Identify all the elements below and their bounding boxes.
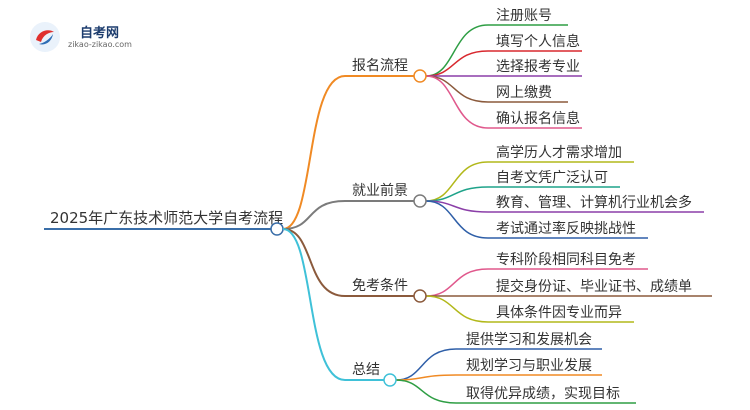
leaf-connector (425, 75, 489, 129)
branch-employment: 就业前景 高学历人才需求增加 自考文凭广泛认可 教育、管理、计算机行业机会多 考… (345, 144, 704, 239)
branch-label: 就业前景 (352, 182, 408, 199)
leaf-label: 高学历人才需求增加 (496, 144, 622, 161)
leaf-connector (425, 200, 489, 239)
root-label: 2025年广东技术师范大学自考流程 (50, 209, 283, 227)
branch-exemption: 免考条件 专科阶段相同科目免考 提交身份证、毕业证书、成绩单 具体条件因专业而异 (345, 252, 712, 323)
leaf-label: 专科阶段相同科目免考 (496, 252, 636, 268)
root-node-handle[interactable] (270, 222, 284, 236)
leaf-label: 取得优异成绩，实现目标 (466, 385, 620, 402)
leaf-connector (395, 374, 457, 381)
leaf-connector (425, 161, 489, 202)
leaf-connector (425, 50, 489, 77)
leaf-label: 提交身份证、毕业证书、成绩单 (496, 278, 692, 295)
site-logo[interactable]: 自考网 zikao-zikao.com (30, 20, 140, 54)
leaf-label: 选择报考专业 (496, 59, 580, 75)
logo-url: zikao-zikao.com (68, 40, 132, 49)
connector-root-mk (282, 228, 346, 297)
leaf-connector (425, 295, 489, 323)
branch-node-handle[interactable] (413, 289, 427, 303)
leaf-connector (425, 24, 489, 77)
branch-summary: 总结 提供学习和发展机会 规划学习与职业发展 取得优异成绩，实现目标 (345, 332, 636, 404)
branch-label: 免考条件 (352, 277, 408, 294)
connector-root-bm (282, 75, 346, 230)
logo-badge-icon (30, 22, 60, 52)
branch-node-handle[interactable] (413, 69, 427, 83)
branch-node-handle[interactable] (413, 194, 427, 208)
leaf-label: 网上缴费 (496, 85, 552, 101)
branch-node-handle[interactable] (383, 373, 397, 387)
leaf-label: 提供学习和发展机会 (466, 332, 592, 348)
connector-root-zj (282, 228, 346, 381)
leaf-label: 确认报名信息 (496, 110, 580, 127)
branch-registration: 报名流程 注册账号 填写个人信息 选择报考专业 网上缴费 确认报名信息 (345, 8, 582, 129)
leaf-label: 填写个人信息 (496, 33, 580, 50)
branch-label: 总结 (352, 362, 380, 378)
branch-label: 报名流程 (352, 58, 408, 74)
leaf-label: 注册账号 (496, 8, 552, 24)
leaf-label: 考试通过率反映挑战性 (496, 220, 636, 237)
leaf-label: 教育、管理、计算机行业机会多 (496, 194, 692, 211)
leaf-label: 自考文凭广泛认可 (496, 170, 608, 186)
leaf-connector (395, 379, 457, 404)
connector-root-jy (282, 200, 346, 230)
leaf-label: 具体条件因专业而异 (496, 304, 622, 321)
leaf-label: 规划学习与职业发展 (466, 358, 592, 374)
leaf-connector (425, 268, 489, 297)
leaf-connector (425, 75, 489, 103)
logo-title: 自考网 (80, 26, 120, 41)
